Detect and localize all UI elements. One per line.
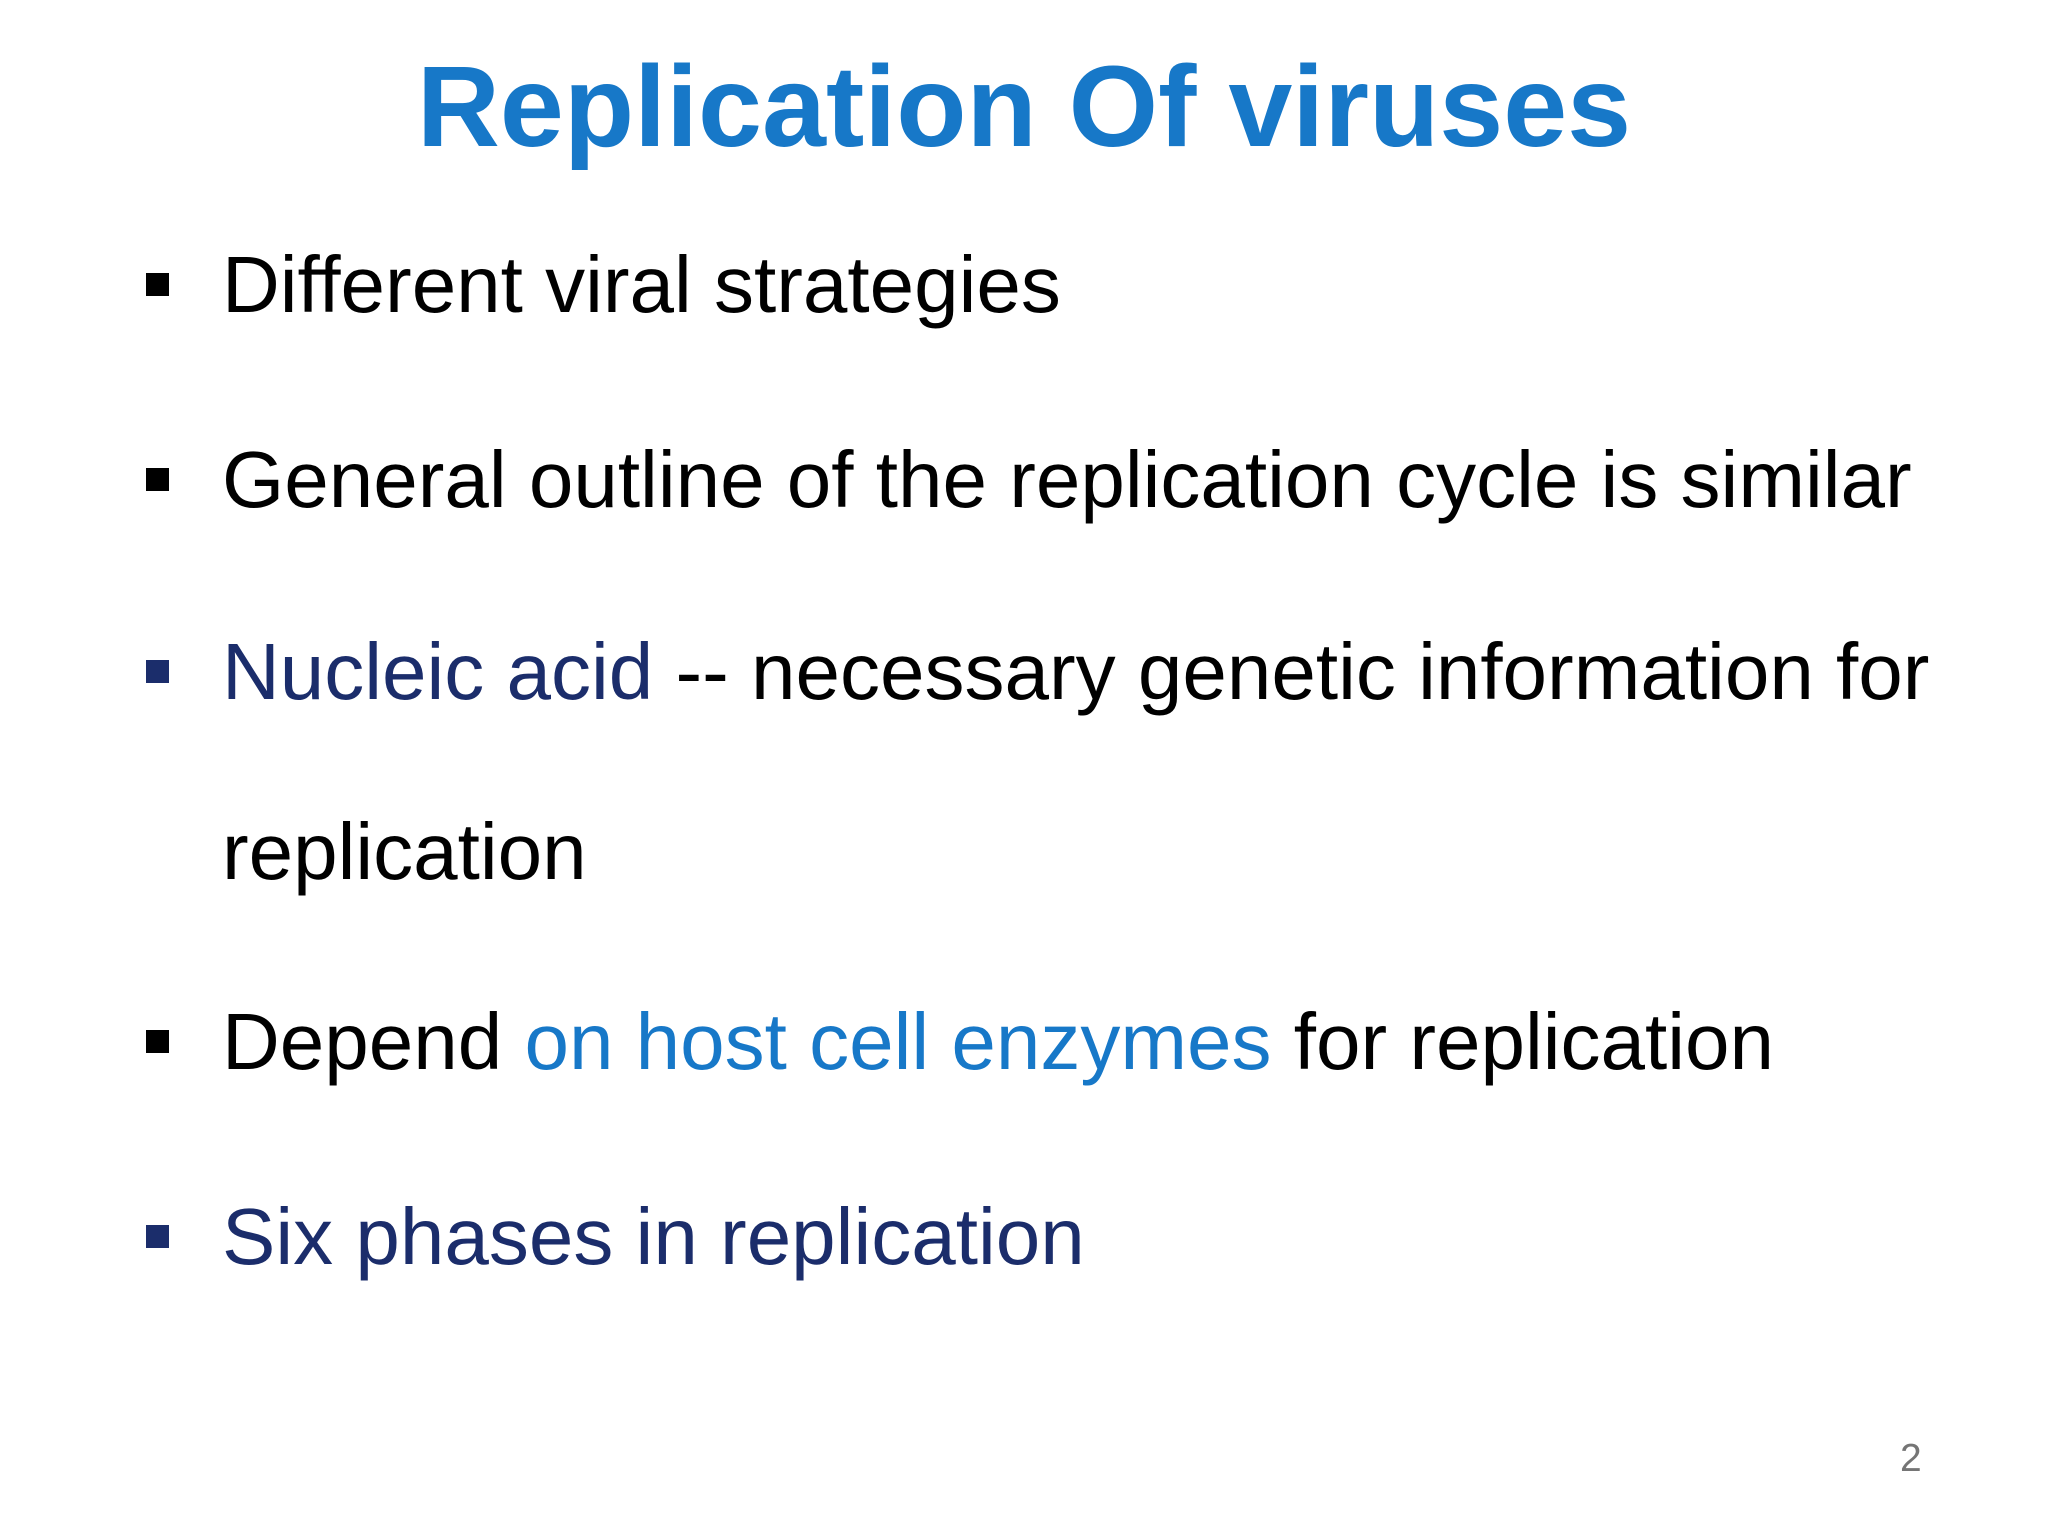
- bullet-text: for replication: [1271, 997, 1774, 1086]
- bullet-text-highlight: Six phases in replication: [222, 1192, 1085, 1281]
- bullet-item: Six phases in replication: [146, 1189, 1085, 1285]
- slide-title: Replication Of viruses: [416, 43, 1632, 171]
- bullet-text: replication: [222, 807, 587, 896]
- bullet-text: -- necessary genetic information for: [653, 627, 1930, 716]
- bullet-text: General outline of the replication cycle…: [222, 435, 1912, 524]
- bullet-text-highlight: Nucleic acid: [222, 627, 654, 716]
- bullet-text: Different viral strategies: [222, 240, 1061, 329]
- bullet-square-icon: [146, 468, 169, 491]
- bullet-square-icon: [146, 660, 169, 683]
- bullet-text-highlight: on host cell enzymes: [524, 997, 1272, 1086]
- bullet-square-icon: [146, 273, 169, 296]
- bullet-square-icon: [146, 1030, 169, 1053]
- bullet-item: General outline of the replication cycle…: [146, 432, 1912, 528]
- bullet-item: Nucleic acid -- necessary genetic inform…: [146, 624, 1929, 720]
- bullet-item: Depend on host cell enzymes for replicat…: [146, 994, 1774, 1090]
- bullet-square-icon: [146, 1225, 169, 1248]
- bullet-item: Different viral strategies: [146, 237, 1061, 333]
- bullet-text: Depend: [222, 997, 525, 1086]
- bullet-item-continuation: replication: [222, 804, 587, 900]
- page-number: 2: [1900, 1437, 1922, 1480]
